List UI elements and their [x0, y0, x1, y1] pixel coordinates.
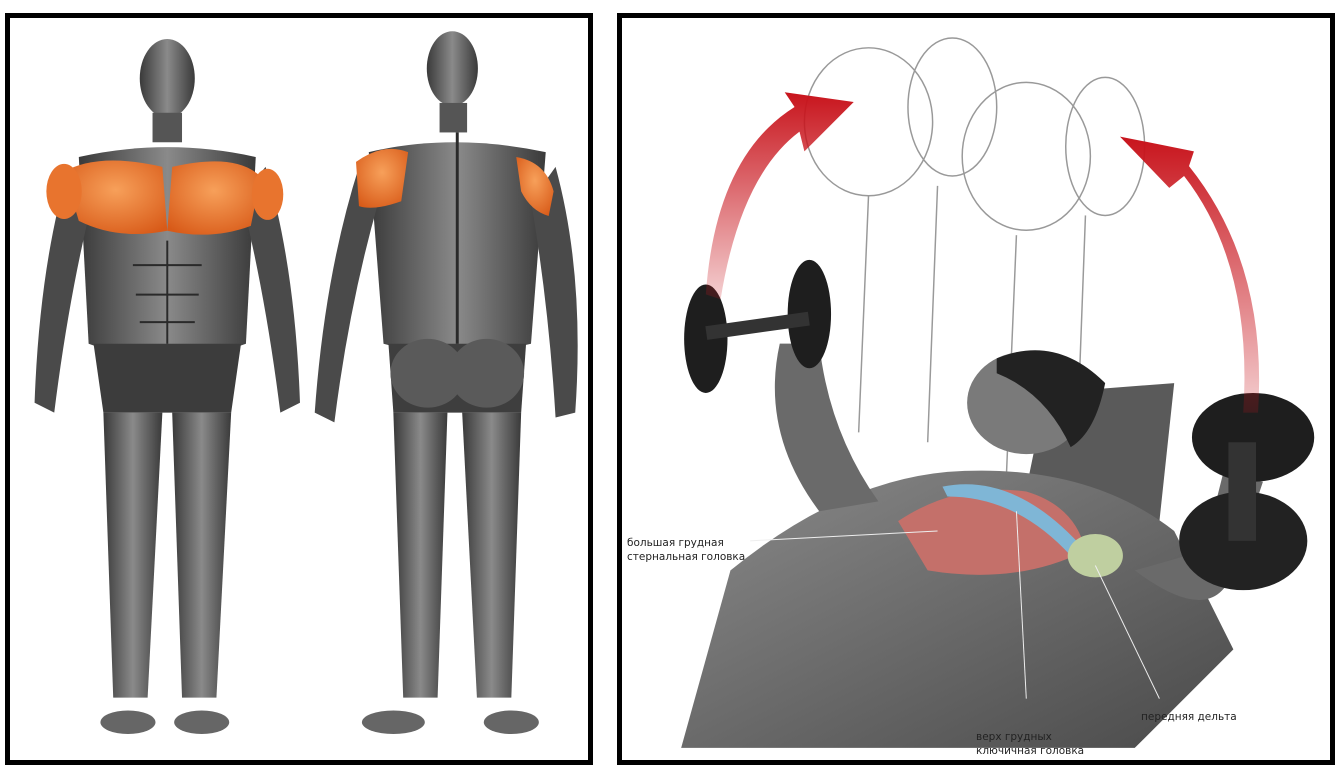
- front-figure: [35, 39, 300, 734]
- exercise-illustration: [622, 18, 1330, 760]
- back-delt-highlight: [356, 149, 408, 208]
- sternal-head-label: большая грудная стернальная головка: [627, 536, 745, 564]
- anatomy-illustration: [10, 18, 588, 760]
- front-delt-label: передняя дельта: [1141, 710, 1237, 724]
- anatomy-panel: [5, 13, 593, 765]
- delt-highlight: [1068, 534, 1123, 577]
- clavicular-head-label: верх грудных ключичная головка: [976, 730, 1084, 758]
- left-motion-arrow: [706, 92, 854, 299]
- back-figure: [315, 31, 578, 734]
- right-dumbbell: [1179, 393, 1314, 590]
- exercise-panel: большая грудная стернальная головка пере…: [617, 13, 1335, 765]
